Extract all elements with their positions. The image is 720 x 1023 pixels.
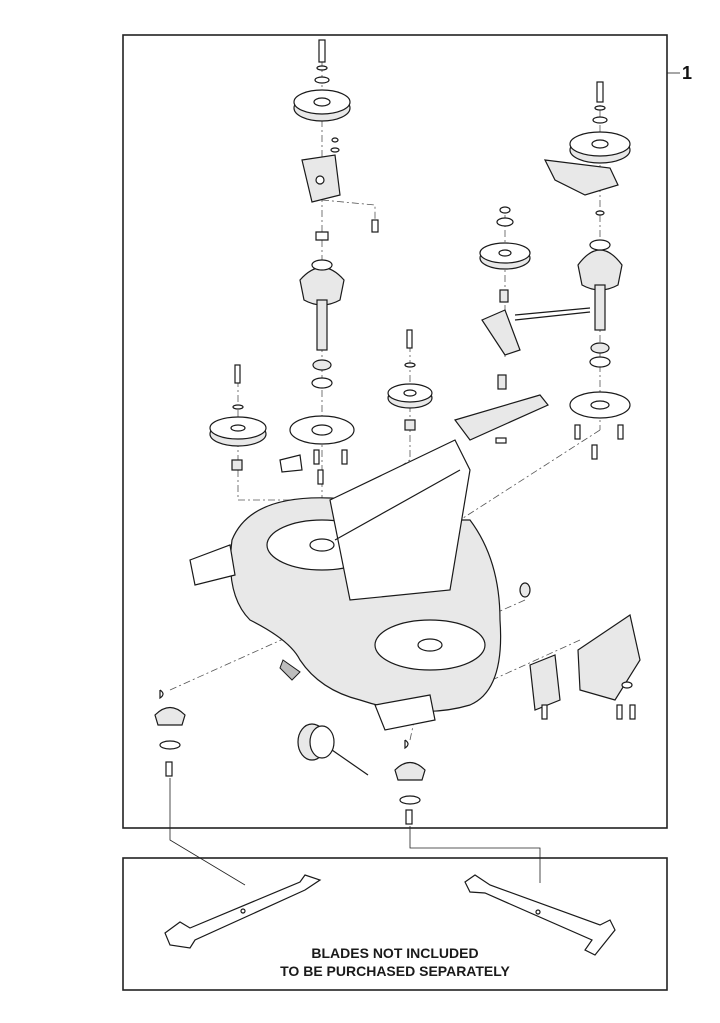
callout-number: 1 [682,63,692,83]
blade-leader-left [169,778,246,886]
right-blade-icon [464,874,616,956]
bolt-icon [318,39,326,63]
main-assembly-frame [122,34,668,829]
tension-rod-icon [514,307,591,316]
spindle-shaft-icon [594,284,606,331]
bolt-icon [341,449,348,465]
blade-leader-right [409,826,541,883]
right-spindle-assembly [543,81,631,460]
discharge-chute-icon [329,439,471,601]
left-idler-pulley-assembly [209,364,303,473]
spindle-shaft-icon [316,299,328,351]
bolt-icon [406,329,413,349]
blades-note-line1: BLADES NOT INCLUDED [311,945,478,961]
idler-arm-icon [543,159,619,196]
spindle-housing-icon [577,249,623,291]
bolt-icon [596,81,604,103]
deck-hanger-icon [374,694,436,731]
tensioner-assembly [454,206,591,444]
bracket-icon [279,454,303,473]
bolt-icon [574,424,581,440]
bolt-icon [234,364,241,384]
spindle-housing-icon [299,266,345,306]
spindle-cap-icon [154,706,186,726]
bolt-icon [591,444,598,460]
spindle-cap-icon [394,761,426,781]
deflector-bracket-icon [454,394,549,441]
bolt-icon [617,424,624,440]
gauge-wheel-and-spindle-ends [154,689,426,825]
blades-note-line2: TO BE PURCHASED SEPARATELY [280,963,510,979]
mower-deck [189,439,531,731]
right-bracket-assembly [529,614,641,720]
blades-frame [122,857,668,991]
deck-hanger-icon [189,544,236,586]
bracket-icon [481,309,521,356]
bolt-icon [313,449,320,465]
bolt-icon [317,469,324,485]
bolt-icon [405,809,413,825]
screw-icon [371,219,379,233]
center-idler-pulley-assembly [387,329,433,431]
left-spindle-assembly [289,39,379,485]
washer-icon [316,65,328,71]
washer-icon [314,76,330,84]
bolt-icon [165,761,173,777]
